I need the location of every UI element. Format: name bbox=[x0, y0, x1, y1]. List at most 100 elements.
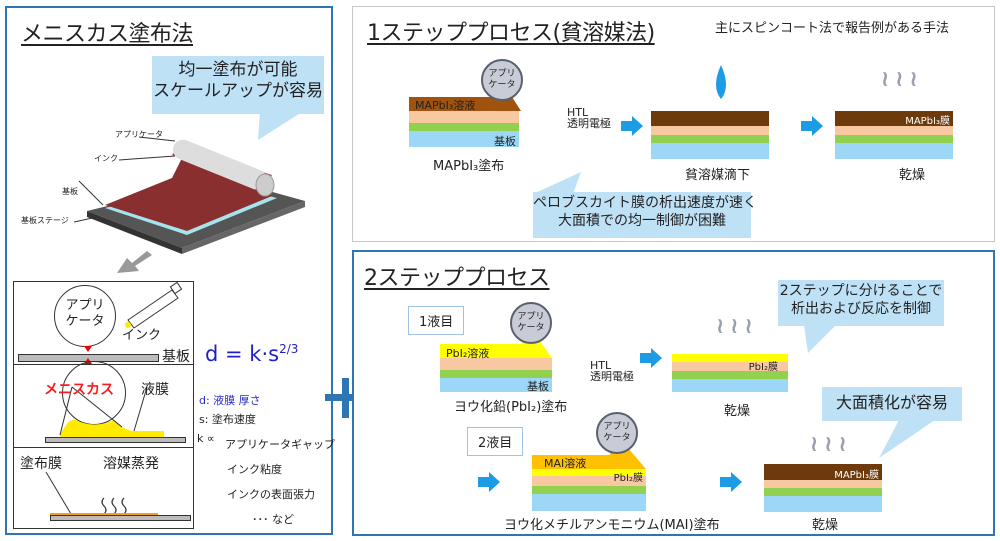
htl-layer bbox=[672, 362, 788, 371]
k-factor-etc: ･･･ など bbox=[252, 513, 294, 526]
one-step-callout-tail bbox=[533, 172, 581, 194]
arrow-right-icon-2 bbox=[801, 116, 823, 136]
callout-line-1: ペロブスカイト膜の析出速度が速く bbox=[533, 195, 757, 211]
thickness-formula: d = k·s2/3 bbox=[205, 342, 298, 366]
mapbi3-film-label: MAPbI₃膜 bbox=[905, 116, 950, 127]
formula-lhs: d = k·s bbox=[205, 342, 280, 366]
k-prefix: k ∝ bbox=[197, 432, 215, 445]
substrate-text: 基板 bbox=[162, 349, 190, 365]
callout-line-1: 均一塗布が可能 bbox=[178, 60, 298, 80]
applicator-line-1: アプリ bbox=[517, 312, 545, 322]
meniscus-stage: メニスカス 液膜 bbox=[14, 361, 193, 448]
substrate-layer bbox=[835, 143, 953, 159]
electrode-layer bbox=[672, 371, 788, 379]
mapbi3-solution-layer bbox=[409, 97, 494, 111]
substrate-label: 基板 bbox=[527, 380, 549, 393]
electrode-layer bbox=[651, 135, 769, 143]
ink-label: インク bbox=[94, 154, 118, 163]
meniscus-liquid bbox=[59, 386, 164, 437]
perovskite-layer bbox=[764, 464, 882, 480]
meniscus-process-diagram: アプリ ケータ インク 基板 メニスカス 液膜 bbox=[13, 281, 194, 529]
perovskite-layer bbox=[835, 111, 953, 126]
formula-exponent: 2/3 bbox=[279, 342, 299, 356]
electrode-label: 透明電極 bbox=[567, 117, 611, 130]
meniscus-title: メニスカス塗布法 bbox=[21, 22, 194, 47]
htl-label: HTL bbox=[567, 106, 589, 119]
k-factor-viscosity: インク粘度 bbox=[227, 463, 282, 476]
layer-side-labels: HTL 透明電極 bbox=[567, 107, 611, 129]
evaporation-lines bbox=[45, 471, 127, 515]
k-factor-tension: インクの表面張力 bbox=[227, 488, 315, 501]
mai-coating-caption: ヨウ化メチルアンモニウム(MAI)塗布 bbox=[504, 518, 720, 533]
solvent-drop-icon bbox=[716, 65, 726, 99]
layer-side-labels: HTL 透明電極 bbox=[590, 360, 634, 382]
control-callout-tail bbox=[804, 325, 836, 353]
evaporation-text: 溶媒蒸発 bbox=[103, 456, 159, 472]
applicator-line-2: ケータ bbox=[517, 323, 545, 333]
arrow-right-icon-3 bbox=[720, 472, 742, 492]
pbi2-film-label: PbI₂膜 bbox=[748, 362, 778, 373]
substrate-layer bbox=[672, 379, 788, 392]
applicator-icon-2: アプリ ケータ bbox=[596, 412, 638, 454]
applicator-line-2: ケータ bbox=[488, 80, 516, 90]
electrode-layer bbox=[409, 123, 519, 131]
uniform-coating-callout: 均一塗布が可能 スケールアップが容易 bbox=[152, 56, 324, 114]
mapbi3-dry-caption: 乾燥 bbox=[812, 518, 839, 533]
substrate-bar-3 bbox=[50, 515, 191, 521]
drying-steam-icon-2: ≀≀≀ bbox=[810, 432, 853, 457]
liquid2-label: 2液目 bbox=[467, 427, 524, 456]
meniscus-text: メニスカス bbox=[44, 382, 114, 398]
meniscus-3d-illustration bbox=[73, 136, 305, 273]
ink-text: インク bbox=[122, 328, 162, 343]
applicator-line-2: ケータ bbox=[65, 314, 105, 329]
control-callout: 2ステップに分けることで 析出および反応を制御 bbox=[778, 280, 944, 326]
electrode-layer bbox=[532, 486, 646, 494]
s-definition: s: 塗布速度 bbox=[199, 413, 256, 426]
htl-layer bbox=[651, 126, 769, 135]
callout-line-2: 大面積での均一制御が困難 bbox=[558, 212, 726, 229]
substrate-layer bbox=[651, 143, 769, 159]
pbi2-solution-label: PbI₂溶液 bbox=[446, 347, 490, 360]
applicator-line-1: アプリ bbox=[65, 298, 105, 313]
pbi2-coating-caption: ヨウ化鉛(PbI₂)塗布 bbox=[454, 400, 568, 415]
large-area-callout-tail bbox=[879, 420, 935, 458]
arrow-right-icon-2 bbox=[478, 472, 500, 492]
electrode-layer bbox=[835, 135, 953, 143]
substrate-label: 基板 bbox=[62, 187, 78, 196]
mapbi3-coating-stack: MAPbI₃溶液 基板 bbox=[409, 83, 521, 149]
ink-syringe-icon bbox=[125, 281, 183, 329]
mai-coating-stack: MAI溶液 PbI₂膜 bbox=[532, 441, 646, 511]
coated-film-text: 塗布膜 bbox=[20, 456, 62, 472]
mapbi3-dried-stack: MAPbI₃膜 bbox=[764, 464, 882, 512]
drying-steam-icon: ≀≀≀ bbox=[881, 67, 924, 92]
liquid-film-text: 液膜 bbox=[141, 382, 169, 398]
pbi2-dried-stack: PbI₂膜 bbox=[672, 354, 788, 394]
one-step-title: 1ステッププロセス(貧溶媒法) bbox=[367, 21, 655, 46]
substrate-layer bbox=[440, 378, 552, 392]
plus-icon bbox=[325, 378, 365, 418]
antisolvent-stack bbox=[651, 111, 769, 161]
callout-tail bbox=[258, 112, 302, 140]
pbi2-dry-caption: 乾燥 bbox=[724, 404, 751, 419]
applicator-icon: アプリ ケータ bbox=[481, 59, 523, 101]
one-step-note: 主にスピンコート法で報告例がある手法 bbox=[715, 21, 950, 36]
stage-label: 基板ステージ bbox=[21, 216, 69, 225]
applicator-label: アプリケータ bbox=[115, 130, 163, 139]
arrow-right-icon bbox=[621, 116, 643, 136]
callout-line-1: 2ステップに分けることで bbox=[779, 283, 943, 299]
one-step-panel: 1ステッププロセス(貧溶媒法) 主にスピンコート法で報告例がある手法 MAPbI… bbox=[352, 6, 995, 242]
substrate-layer bbox=[532, 494, 646, 511]
perovskite-layer bbox=[651, 111, 769, 126]
mapbi3-solution-label: MAPbI₃溶液 bbox=[415, 99, 476, 112]
two-step-panel: 2ステッププロセス 1液目 PbI₂溶液 基板 アプリ ケータ HTL 透明電極… bbox=[352, 250, 995, 536]
d-definition: d: 液膜 厚さ bbox=[199, 394, 261, 407]
mai-solution-layer bbox=[532, 455, 616, 469]
step2-caption: 貧溶媒滴下 bbox=[685, 168, 751, 183]
evaporation-stage: 塗布膜 溶媒蒸発 bbox=[14, 448, 193, 528]
substrate-label: 基板 bbox=[494, 135, 516, 148]
htl-layer bbox=[532, 476, 646, 486]
htl-layer bbox=[764, 480, 882, 488]
substrate-layer bbox=[764, 496, 882, 512]
mai-solution-label: MAI溶液 bbox=[544, 457, 587, 470]
dried-stack: MAPbI₃膜 bbox=[835, 111, 953, 161]
